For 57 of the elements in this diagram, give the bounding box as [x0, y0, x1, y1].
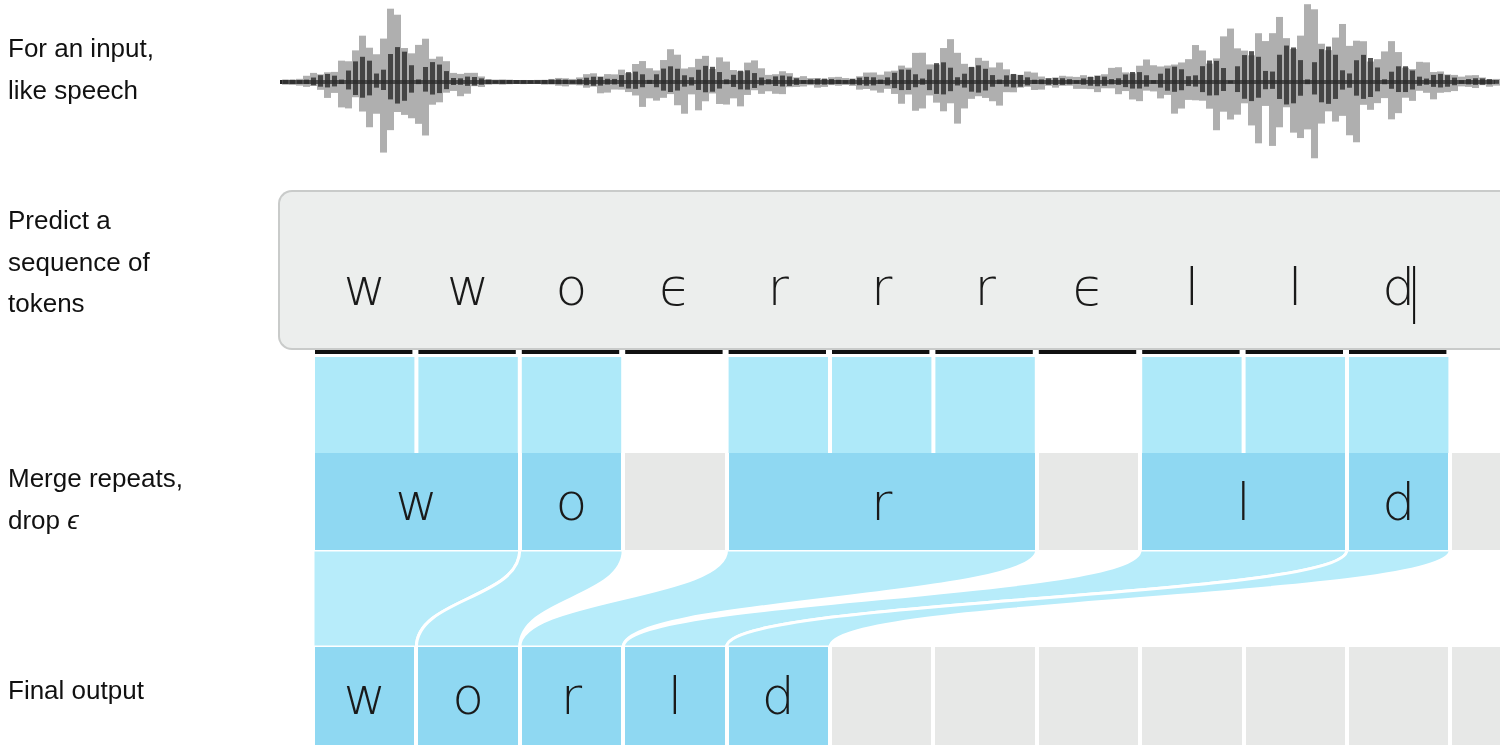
flow-ribbon	[832, 357, 932, 453]
merged-cell	[315, 453, 518, 550]
token-letter: w	[416, 254, 520, 320]
cell-letter: o	[555, 471, 588, 532]
flow-ribbon	[315, 357, 415, 453]
empty-cell	[1452, 453, 1500, 550]
flow-ribbon	[521, 357, 622, 453]
token-letter: w	[313, 254, 417, 320]
cell-letter: r	[560, 666, 583, 726]
token-panel	[278, 190, 1500, 350]
output-cell	[315, 647, 415, 745]
empty-cell	[625, 453, 725, 550]
flow-ribbon	[725, 548, 1452, 649]
merged-cell	[1349, 453, 1449, 550]
flow-ribbon	[418, 357, 518, 453]
token-letter: r	[726, 254, 830, 320]
flow-ribbon	[728, 357, 828, 453]
output-cell	[418, 647, 518, 745]
token-letter: l	[1243, 254, 1347, 320]
row-label: Merge repeats, drop ϵ	[8, 462, 184, 537]
cell-letter: w	[343, 666, 386, 726]
cell-letter: d	[1382, 471, 1416, 532]
empty-cell	[1245, 647, 1345, 745]
flow-ribbon	[1349, 357, 1449, 453]
empty-cell	[1038, 453, 1139, 550]
cell-letter: w	[395, 471, 438, 532]
empty-cell	[1142, 647, 1242, 745]
empty-cell	[1452, 647, 1500, 745]
cell-letter: l	[1236, 471, 1251, 532]
empty-cell	[832, 647, 932, 745]
empty-cell	[935, 647, 1035, 745]
empty-cell	[1038, 647, 1139, 745]
row-label: Final output	[8, 674, 145, 707]
token-letter: r	[933, 254, 1037, 320]
row-label: Predict a sequence of tokens	[8, 204, 151, 321]
cell-letter: o	[452, 666, 484, 726]
flow-ribbon	[1142, 357, 1242, 453]
merged-cell	[728, 453, 1035, 550]
row-label: For an input, like speech	[8, 32, 155, 107]
output-cell	[625, 647, 725, 745]
token-letter: o	[519, 254, 624, 320]
cell-letter: l	[667, 666, 683, 726]
token-letter: ϵ	[1036, 254, 1141, 320]
token-letter: l	[1140, 254, 1244, 320]
flow-ribbon	[1245, 357, 1345, 453]
token-letter: d	[1347, 254, 1451, 320]
merged-cell	[521, 453, 622, 550]
token-letter: r	[830, 254, 934, 320]
token-letter: ϵ	[623, 254, 727, 320]
output-cell	[521, 647, 622, 745]
flow-ribbon	[935, 357, 1035, 453]
cell-letter: d	[761, 666, 795, 726]
cell-letter: r	[871, 471, 893, 532]
output-cell	[728, 647, 828, 745]
flow-ribbon	[414, 548, 625, 649]
merged-cell	[1142, 453, 1345, 550]
empty-cell	[1349, 647, 1449, 745]
